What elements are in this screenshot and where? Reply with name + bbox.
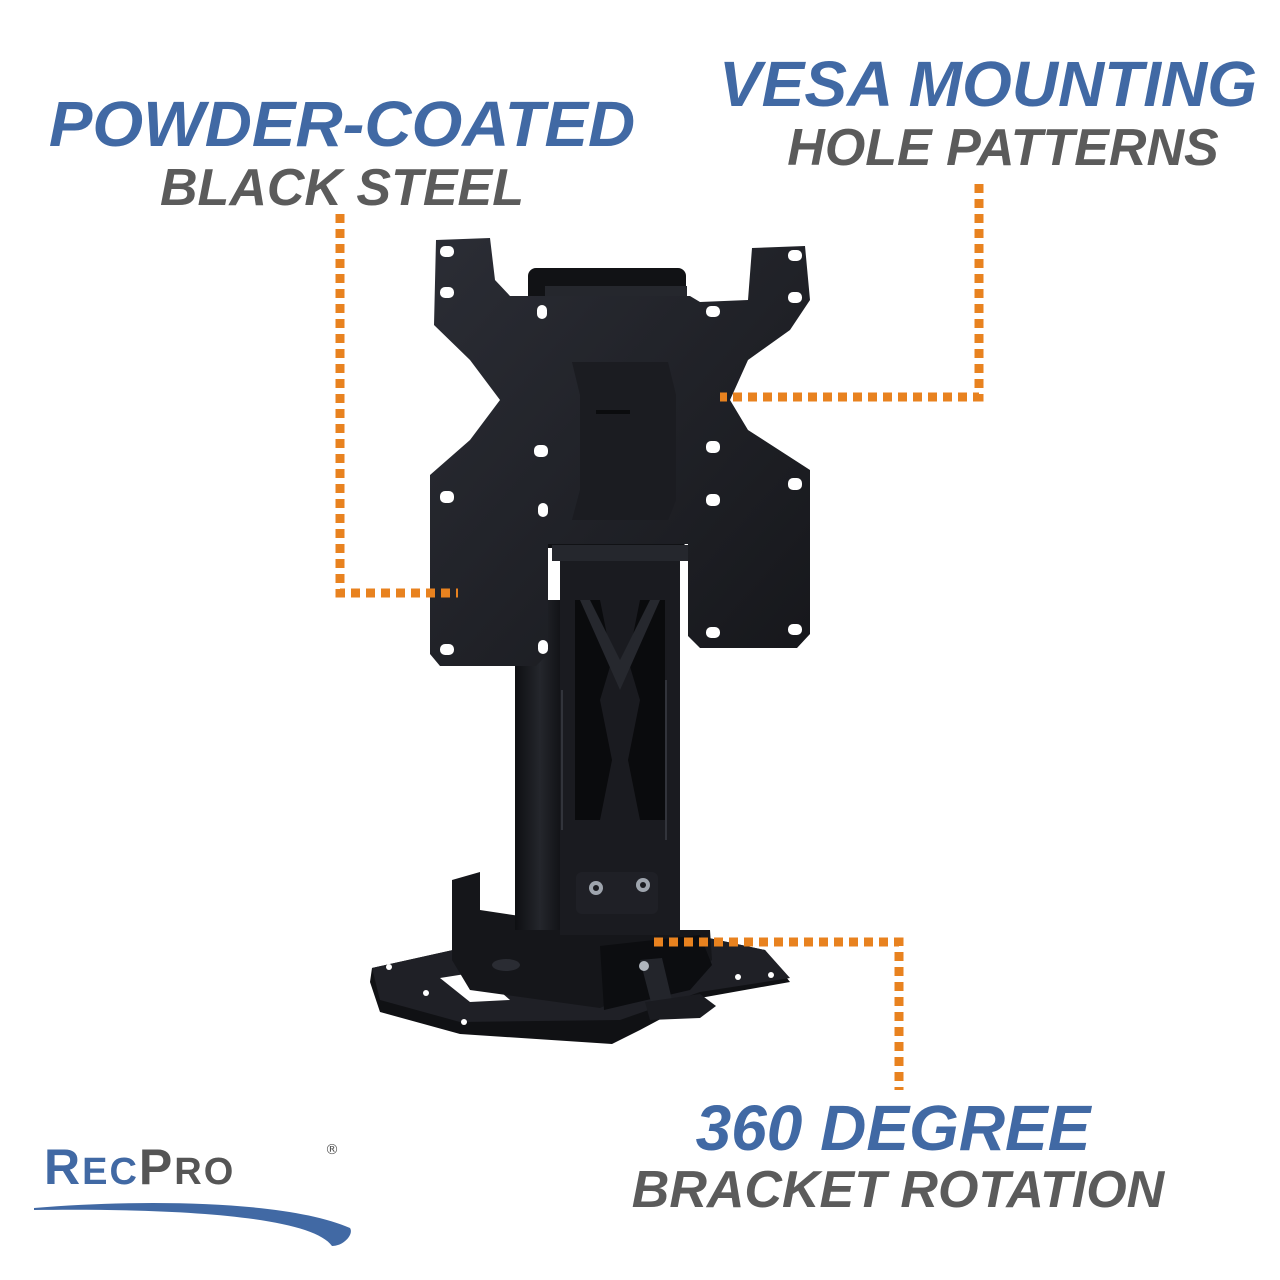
vertical-column [515, 540, 680, 935]
callout-vesa-mounting: VESA MOUNTING HOLE PATTERNS [698, 52, 1278, 174]
callout-360-rotation: 360 DEGREE BRACKET ROTATION [608, 1096, 1188, 1216]
powder-coated-leader [335, 214, 458, 598]
rotation-bracket [452, 872, 716, 1020]
callout-headline: POWDER-COATED [48, 88, 636, 160]
logo-wordmark: RECPRO [44, 1139, 236, 1195]
vesa-hole-group [440, 246, 802, 655]
logo-swoosh-icon [34, 1202, 351, 1246]
callout-subline: BLACK STEEL [160, 159, 524, 217]
registered-mark: ® [325, 1142, 339, 1158]
recpro-logo: RECPRO ® [32, 1138, 352, 1248]
callout-subline: HOLE PATTERNS [787, 119, 1219, 177]
callout-powder-coated: POWDER-COATED BLACK STEEL [32, 92, 652, 214]
callout-subline: BRACKET ROTATION [631, 1161, 1165, 1219]
vesa-leader [720, 184, 984, 402]
vesa-plate [430, 238, 810, 666]
callout-headline: VESA MOUNTING [718, 48, 1258, 120]
callout-headline: 360 DEGREE [695, 1092, 1091, 1164]
rotation-leader [654, 937, 904, 1090]
